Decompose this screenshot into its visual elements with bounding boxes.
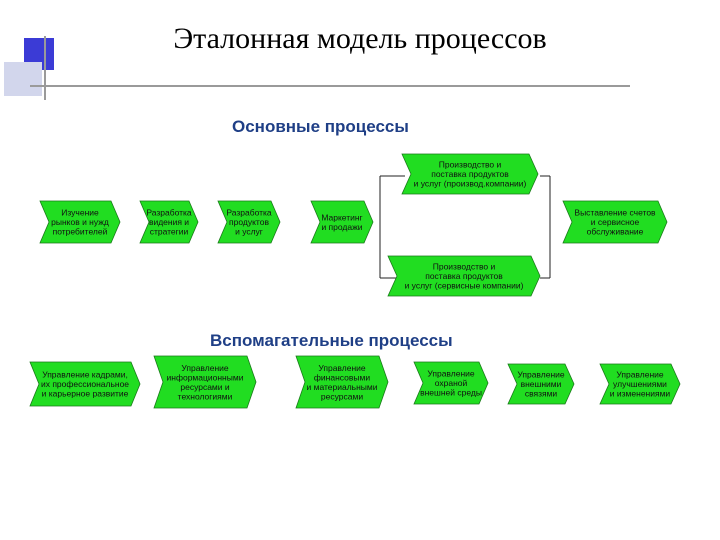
support-process-2-shape (153, 355, 257, 409)
branch-process-2-shape (387, 255, 541, 297)
support-process-4-label-line: Управление (427, 369, 475, 379)
decor-square-light (4, 62, 42, 96)
support-process-3-label-line: финансовыми (314, 372, 370, 382)
main-process-1-shape (39, 200, 121, 244)
main-process-2-shape (139, 200, 199, 244)
title-underline (30, 85, 630, 87)
support-process-2-label-line: ресурсами и (180, 382, 230, 392)
support-process-3-label-line: ресурсами (321, 391, 363, 401)
main-process-2-label-line: стратегии (150, 227, 189, 237)
branch-process-2-label-line: поставка продуктов (425, 271, 503, 281)
main-process-5-shape (562, 200, 668, 244)
main-process-5-label-line: обслуживание (587, 227, 644, 237)
support-process-2-label-line: информационными (167, 372, 244, 382)
main-process-3-label-line: и услуг (235, 227, 263, 237)
support-process-5-shape (507, 363, 575, 405)
main-process-5-label-line: и сервисное (591, 217, 640, 227)
support-process-1-label-line: их профессиональное (41, 379, 129, 389)
support-process-1-label-line: Управление кадрами, (42, 370, 128, 380)
branch-process-1-label-line: и услуг (производ.компании) (414, 179, 527, 189)
support-process-2-label-line: Управление (181, 363, 229, 373)
main-section-title: Основные процессы (232, 117, 409, 136)
main-process-1-label-line: Изучение (61, 208, 99, 218)
branch-process-1-label-line: поставка продуктов (431, 169, 509, 179)
support-process-1: Управление кадрами,их профессиональноеи … (29, 361, 141, 407)
support-section-title: Вспомагательные процессы (210, 331, 453, 350)
main-process-1-label-line: потребителей (53, 227, 108, 237)
main-process-3-label-line: продуктов (229, 217, 269, 227)
branch-process-2-label-line: и услуг (сервисные компании) (405, 281, 524, 291)
support-process-4-shape (413, 361, 489, 405)
support-process-3-shape (295, 355, 389, 409)
support-process-1-shape (29, 361, 141, 407)
support-process-5-label-line: Управление (517, 370, 565, 380)
branch-process-1-shape (401, 153, 539, 195)
main-process-4-shape (310, 200, 374, 244)
main-process-3-label-line: Разработка (226, 208, 272, 218)
main-process-4-label-line: Маркетинг (321, 212, 362, 222)
support-process-5-label-line: связями (525, 389, 558, 399)
main-process-5-label-line: Выставление счетов (574, 208, 656, 218)
main-process-2-label-line: видения и (149, 217, 189, 227)
support-process-5-label-line: внешними (521, 379, 562, 389)
support-process-4-label-line: охраной (435, 378, 468, 388)
main-process-3-shape (217, 200, 281, 244)
support-process-6-label-line: улучшениями (613, 379, 667, 389)
support-process-6-label-line: и изменениями (610, 389, 671, 399)
page-title: Эталонная модель процессов (173, 22, 547, 55)
support-process-6-shape (599, 363, 681, 405)
branch-process-2-label-line: Производство и (433, 262, 496, 272)
main-process-1-label-line: рынков и нужд (51, 217, 109, 227)
main-process-4-label-line: и продажи (321, 222, 362, 232)
support-process-2-label-line: технологиями (178, 391, 233, 401)
support-process-4-label-line: внешней среды (420, 388, 482, 398)
main-process-2-label-line: Разработка (146, 208, 192, 218)
support-process-3-label-line: Управление (318, 363, 366, 373)
support-process-6-label-line: Управление (616, 370, 664, 380)
branch-process-1-label-line: Производство и (439, 160, 502, 170)
decor-line-vertical (44, 36, 46, 100)
support-process-3-label-line: и материальными (306, 382, 377, 392)
support-process-1-label-line: и карьерное развитие (42, 389, 129, 399)
